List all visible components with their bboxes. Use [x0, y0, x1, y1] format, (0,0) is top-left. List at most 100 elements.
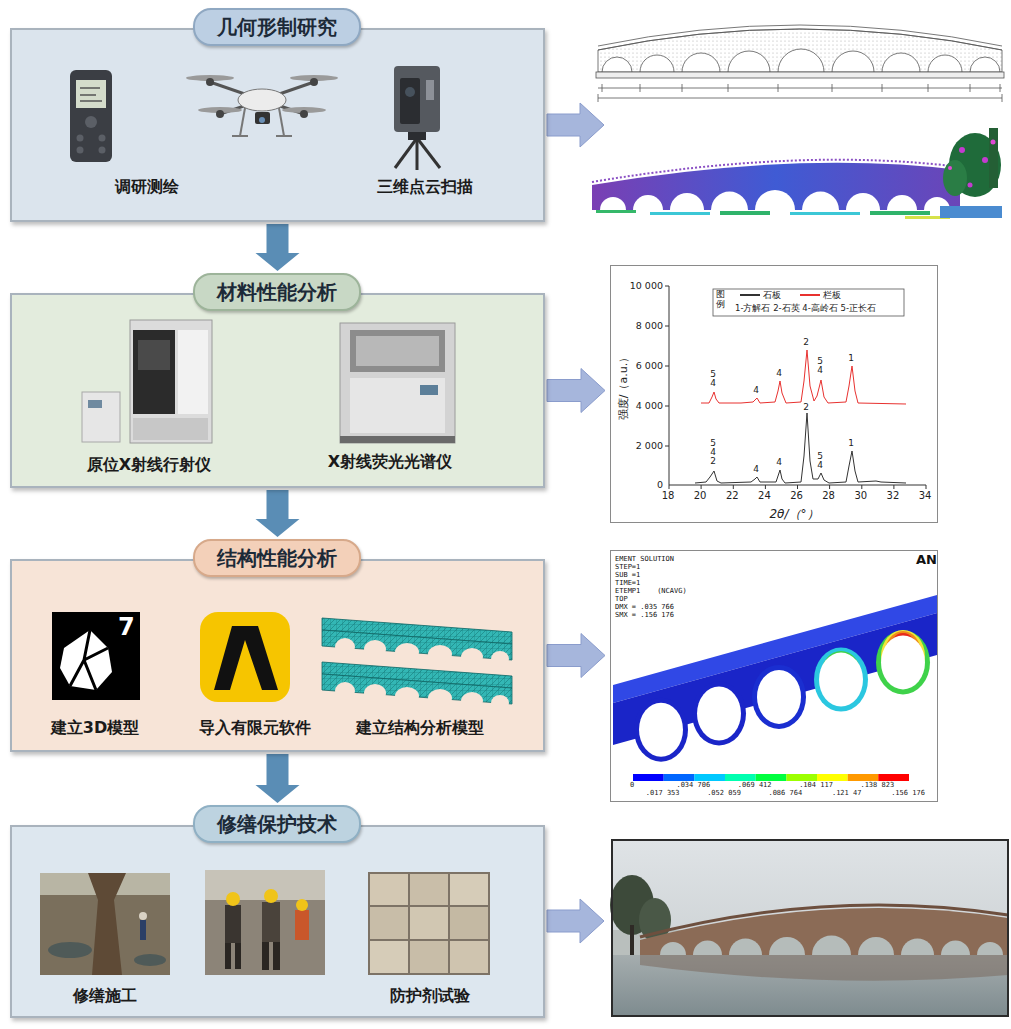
software-icons-and-mesh-part	[322, 674, 512, 704]
peak-number: 4	[776, 369, 782, 378]
figure-text: ETEMP1 (NCAVG)	[615, 587, 687, 595]
bridge-photo-part	[640, 905, 1008, 937]
xrd-xrf-instruments-part	[340, 436, 455, 443]
software-icons-and-mesh-part	[200, 612, 290, 702]
software-icons-and-mesh-part	[52, 612, 140, 700]
point-cloud-bridge-part	[592, 160, 960, 182]
peak-number: 4	[710, 379, 716, 388]
item-caption: 防护剂试验	[390, 986, 470, 1006]
xrd-plot-part	[695, 413, 906, 483]
bridge-elevation-drawing-part	[1002, 94, 1003, 102]
xrd-xrf-instruments-part	[356, 336, 439, 366]
bridge-elevation-drawing-part	[970, 57, 1000, 72]
fea-contour-part	[819, 653, 863, 707]
axis-tick-label: 18	[662, 490, 675, 501]
bridge-photo-part	[901, 939, 934, 956]
point-cloud-bridge-part	[802, 192, 839, 211]
axis-tick-label: 34	[919, 490, 932, 501]
figure-label: AN	[916, 552, 937, 567]
figure-text: TIME=1	[615, 579, 640, 587]
axis-tick-label: 32	[887, 490, 900, 501]
survey-tools-part	[232, 135, 248, 137]
bridge-photo-part	[660, 942, 686, 955]
survey-tools-part	[80, 100, 102, 102]
software-icons-and-mesh-part	[335, 682, 355, 700]
item-caption: X射线荧光光谱仪	[328, 452, 452, 472]
fea-contour-part	[757, 670, 801, 724]
software-icons-and-mesh-part	[461, 692, 483, 710]
bridge-elevation-drawing	[596, 25, 1004, 102]
xrd-plot-part	[713, 289, 904, 316]
survey-tools-part	[206, 78, 214, 86]
axis-tick-label: 8 000	[636, 320, 663, 331]
point-cloud-bridge-part	[948, 166, 952, 170]
figure-label: 1-方解石 2-石英 4-高岭石 5-正长石	[735, 303, 876, 313]
point-cloud-bridge-part	[870, 211, 930, 215]
fea-contour-part	[752, 665, 806, 729]
legend-text: 栏板	[823, 290, 841, 300]
repair-photos-part	[370, 941, 408, 973]
item-caption: 导入有限元软件	[199, 718, 311, 738]
repair-photos-part	[262, 942, 269, 970]
survey-tools-part	[310, 78, 318, 86]
peak-number: 5	[710, 370, 716, 379]
survey-tools-part	[99, 135, 106, 142]
colorbar-value: .069 412	[738, 781, 772, 789]
bridge-elevation-drawing-part	[596, 72, 1004, 78]
colorbar-value: .017 353	[646, 789, 680, 797]
peak-number: 4	[753, 386, 759, 395]
survey-tools-part	[240, 108, 245, 136]
bridge-elevation-drawing-part	[598, 98, 1002, 99]
repair-photos-part	[264, 889, 278, 903]
repair-photos-part	[139, 912, 147, 920]
side-arrow	[547, 899, 604, 943]
fea-contour-part	[817, 774, 848, 781]
axis-tick-label: 10 000	[630, 280, 663, 291]
colorbar-value: .086 764	[768, 789, 802, 797]
software-icons-and-mesh-part	[491, 651, 509, 667]
survey-tools-part	[85, 116, 97, 128]
colorbar-value: 0	[630, 781, 634, 789]
peak-number: 4	[710, 448, 716, 457]
survey-tools-part	[426, 80, 434, 100]
software-icons-and-mesh-part	[364, 640, 386, 658]
software-icons-and-mesh-part	[70, 630, 108, 690]
peak-number: 1	[848, 354, 854, 363]
fea-contour-part	[664, 774, 695, 781]
software-icons-and-mesh-part	[322, 630, 512, 660]
fea-contour-part	[725, 774, 756, 781]
item-caption: 原位X射线行射仪	[87, 455, 211, 475]
peak-number: 5	[710, 439, 716, 448]
fea-contour-part	[633, 774, 664, 781]
repair-photos-part	[40, 873, 170, 975]
point-cloud-bridge-part	[670, 193, 704, 210]
xrd-xrf-instruments-part	[82, 392, 120, 442]
fea-contour-part	[878, 774, 909, 781]
repair-photos-part	[140, 920, 146, 940]
figure-text: 2θ/（°）	[769, 506, 818, 523]
bridge-elevation-drawing-part	[728, 51, 770, 72]
bridge-photo-part	[640, 955, 1008, 981]
software-icons-and-mesh-part	[428, 689, 452, 707]
point-cloud-bridge-part	[943, 160, 967, 196]
bridge-elevation-drawing-part	[602, 57, 632, 72]
bridge-photo-part	[612, 955, 1008, 1016]
survey-tools-part	[216, 110, 224, 118]
bridge-elevation-drawing-part	[882, 53, 920, 72]
peak-number: 5	[817, 357, 823, 366]
xrd-xrf-instruments-part	[178, 330, 208, 414]
section-heading: 修缮保护技术	[193, 805, 361, 843]
axis-tick-label: 2 000	[636, 440, 663, 451]
bridge-elevation-drawing-part	[832, 51, 874, 72]
point-cloud-bridge-part	[650, 212, 710, 215]
bridge-photo-part	[612, 840, 1008, 1016]
point-cloud-bridge-part	[982, 157, 988, 163]
bridge-elevation-drawing-part	[602, 84, 603, 92]
bridge-photo-part	[693, 941, 722, 956]
bridge-photo-part	[858, 937, 894, 955]
software-icons-and-mesh-part	[395, 687, 419, 705]
survey-tools-part	[238, 89, 286, 111]
point-cloud-bridge-part	[711, 192, 748, 211]
xrd-xrf-instruments-part	[133, 330, 175, 414]
xrd-xrf-instruments-part	[138, 340, 170, 370]
